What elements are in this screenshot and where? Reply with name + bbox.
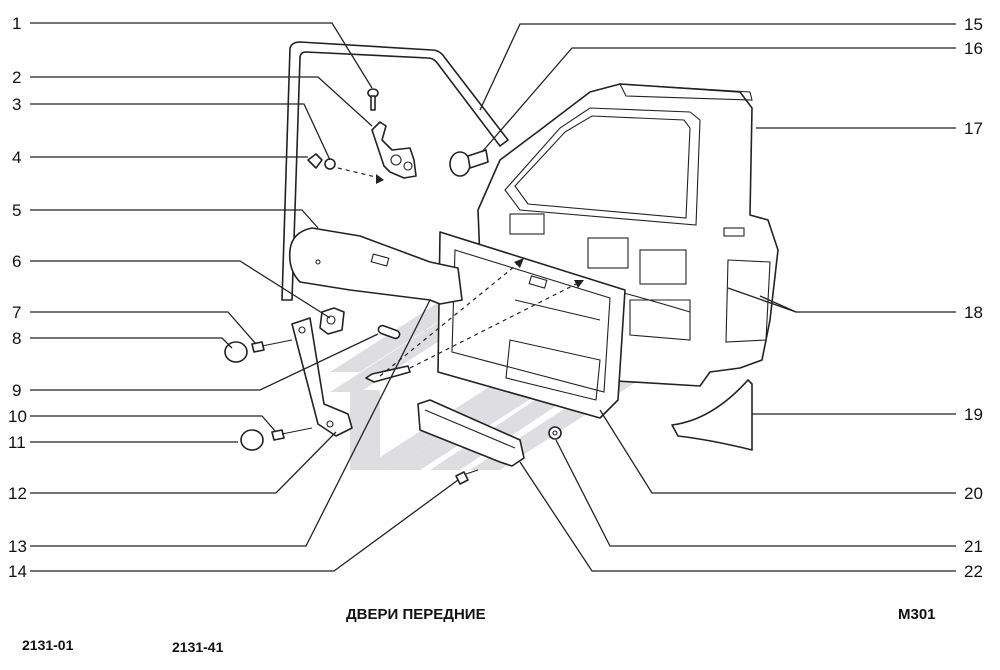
callout-9: 9 (12, 381, 21, 400)
callout-21: 21 (964, 537, 983, 556)
bolt-and-washer (307, 153, 384, 184)
callout-20: 20 (964, 484, 983, 503)
model-code-2: 2131-41 (172, 639, 224, 655)
nut (548, 426, 562, 440)
door-seal-frame (281, 41, 509, 301)
callout-7: 7 (12, 303, 21, 322)
screw-1 (367, 88, 379, 111)
callouts-left: 1 2 3 4 5 6 7 8 9 10 11 12 13 14 (8, 14, 27, 581)
callout-17: 17 (964, 119, 983, 138)
plug (377, 324, 401, 340)
lock-button (449, 149, 489, 177)
callout-13: 13 (8, 537, 27, 556)
clip (319, 307, 345, 335)
door-trim-panel (437, 231, 626, 419)
callout-16: 16 (964, 39, 983, 58)
callout-6: 6 (12, 252, 21, 271)
catalog-code: M301 (898, 606, 936, 623)
callout-11: 11 (8, 433, 26, 452)
callout-14: 14 (8, 562, 27, 581)
callout-10: 10 (8, 407, 27, 426)
door-lock-mechanism (371, 121, 417, 179)
callouts-right: 15 16 17 18 19 20 21 22 (964, 15, 983, 581)
callout-4: 4 (12, 148, 21, 167)
long-screws (365, 258, 584, 383)
screw-and-cap-lower (240, 427, 313, 451)
callout-5: 5 (12, 201, 21, 220)
callout-1: 1 (12, 14, 21, 33)
model-code-1: 2131-01 (22, 637, 74, 653)
callout-19: 19 (964, 405, 983, 424)
diagram-title: ДВЕРИ ПЕРЕДНИЕ (346, 606, 486, 623)
door-pocket (417, 399, 525, 467)
callout-18: 18 (964, 303, 983, 322)
armrest (288, 227, 463, 305)
corner-trim (671, 379, 753, 451)
callout-22: 22 (964, 562, 983, 581)
callout-15: 15 (964, 15, 983, 34)
callout-12: 12 (8, 484, 27, 503)
screw-14 (455, 469, 479, 485)
callout-8: 8 (12, 329, 21, 348)
pull-handle (291, 317, 353, 437)
callout-3: 3 (12, 95, 21, 114)
callout-2: 2 (12, 68, 21, 87)
screw-and-cap-upper (224, 339, 293, 363)
leader-lines (30, 22, 956, 572)
